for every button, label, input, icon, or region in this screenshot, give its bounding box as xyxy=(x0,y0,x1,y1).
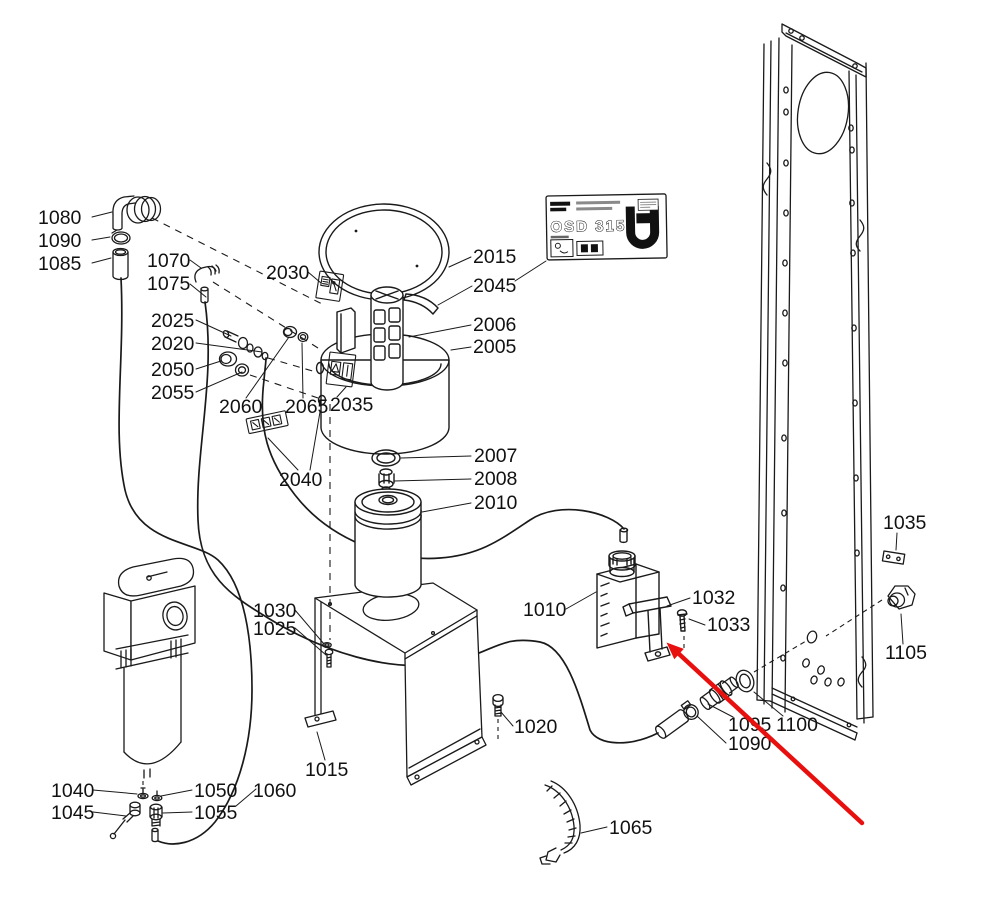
manual-icon xyxy=(576,240,604,256)
part-label-1100: 1100 xyxy=(776,714,818,736)
part-label-1075: 1075 xyxy=(147,273,191,295)
rear-panel-drawing xyxy=(756,23,874,741)
plate-fine-print xyxy=(576,200,621,205)
part-label-1010: 1010 xyxy=(523,599,567,621)
part-label-2025: 2025 xyxy=(151,310,195,332)
hose-1060 xyxy=(118,277,253,845)
small-parts-drawing xyxy=(109,641,581,865)
dashed-guides xyxy=(142,217,883,792)
part-label-1045: 1045 xyxy=(51,802,95,824)
part-label-2010: 2010 xyxy=(474,492,518,514)
sticker-2030 xyxy=(315,270,345,302)
stand-drawing xyxy=(304,582,487,786)
part-label-2007: 2007 xyxy=(474,445,517,467)
part-label-1025: 1025 xyxy=(253,618,297,640)
part-label-2065: 2065 xyxy=(285,396,329,418)
arrowhead-icon xyxy=(666,642,684,660)
u-mark xyxy=(625,206,660,249)
part-label-1033: 1033 xyxy=(707,614,750,636)
part-label-2006: 2006 xyxy=(473,314,516,336)
part-label-1040: 1040 xyxy=(51,780,95,802)
plate-model-text: OSD 315 xyxy=(550,218,626,236)
sticker-2035 xyxy=(325,351,357,388)
part-label-1032: 1032 xyxy=(692,587,735,609)
leader-lines xyxy=(91,211,904,834)
part-label-1035: 1035 xyxy=(883,512,927,534)
brand-logo-icon xyxy=(550,201,571,206)
top-left-fittings-drawing xyxy=(111,195,309,377)
part-label-1085: 1085 xyxy=(38,253,82,275)
part-label-2015: 2015 xyxy=(473,246,517,268)
drain-fittings-drawing xyxy=(655,550,916,739)
plate-1035 xyxy=(881,550,906,565)
part-label-2008: 2008 xyxy=(474,468,517,490)
part-label-1015: 1015 xyxy=(305,759,349,781)
part-label-2020: 2020 xyxy=(151,333,195,355)
bottle-drawing xyxy=(596,527,688,662)
part-label-1060: 1060 xyxy=(253,780,297,802)
part-label-1065: 1065 xyxy=(609,817,653,839)
bolt-1033 xyxy=(676,609,688,632)
part-labels: 1080 1090 1085 1070 1075 2025 2020 2050 … xyxy=(38,207,927,839)
part-label-2005: 2005 xyxy=(473,336,517,358)
sticker-2040 xyxy=(245,410,289,435)
part-label-2050: 2050 xyxy=(151,359,195,381)
part-label-1055: 1055 xyxy=(194,802,238,824)
stickers xyxy=(245,270,357,435)
part-label-2040: 2040 xyxy=(279,469,323,491)
hose-to-bottle-fitting xyxy=(196,301,659,744)
part-label-2060: 2060 xyxy=(219,396,263,418)
part-label-2045: 2045 xyxy=(473,275,517,297)
filter-drawing xyxy=(103,557,196,779)
product-plate: OSD 315 xyxy=(545,193,668,261)
part-label-2030: 2030 xyxy=(266,262,310,284)
bracket-1032 xyxy=(622,596,672,662)
part-label-1090: 1090 xyxy=(38,230,82,252)
part-label-1030: 1030 xyxy=(253,600,297,622)
part-label-1050: 1050 xyxy=(194,780,238,802)
part-label-1105: 1105 xyxy=(885,642,927,664)
oil-icon xyxy=(554,242,561,249)
part-label-2055: 2055 xyxy=(151,382,195,404)
highlight-arrow xyxy=(666,642,865,826)
part-label-1020: 1020 xyxy=(514,716,558,738)
part-label-2035: 2035 xyxy=(330,394,374,416)
part-label-1070: 1070 xyxy=(147,250,191,272)
clamp-1090-lower xyxy=(680,700,699,720)
part-label-1090-lower: 1090 xyxy=(728,733,772,755)
strap-1065 xyxy=(539,780,581,865)
grommet-1100 xyxy=(735,669,755,693)
separator-drawing xyxy=(315,203,450,455)
cartridge-drawing xyxy=(354,449,422,598)
nut-1105 xyxy=(887,585,916,610)
part-label-1080: 1080 xyxy=(38,207,82,229)
